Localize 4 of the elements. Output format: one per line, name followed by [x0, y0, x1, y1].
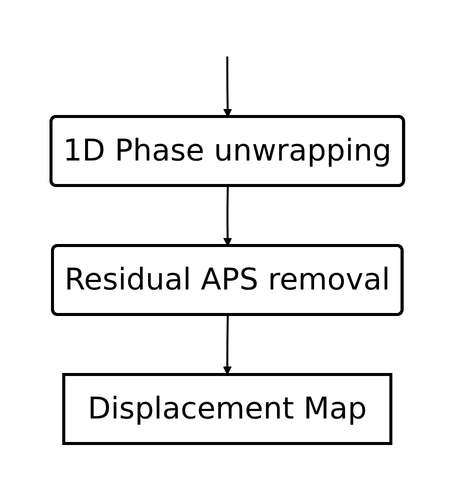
arrow — [222, 186, 232, 246]
node-box: Displacement Map — [62, 373, 392, 445]
arrow — [222, 56, 232, 118]
arrow — [222, 314, 232, 375]
